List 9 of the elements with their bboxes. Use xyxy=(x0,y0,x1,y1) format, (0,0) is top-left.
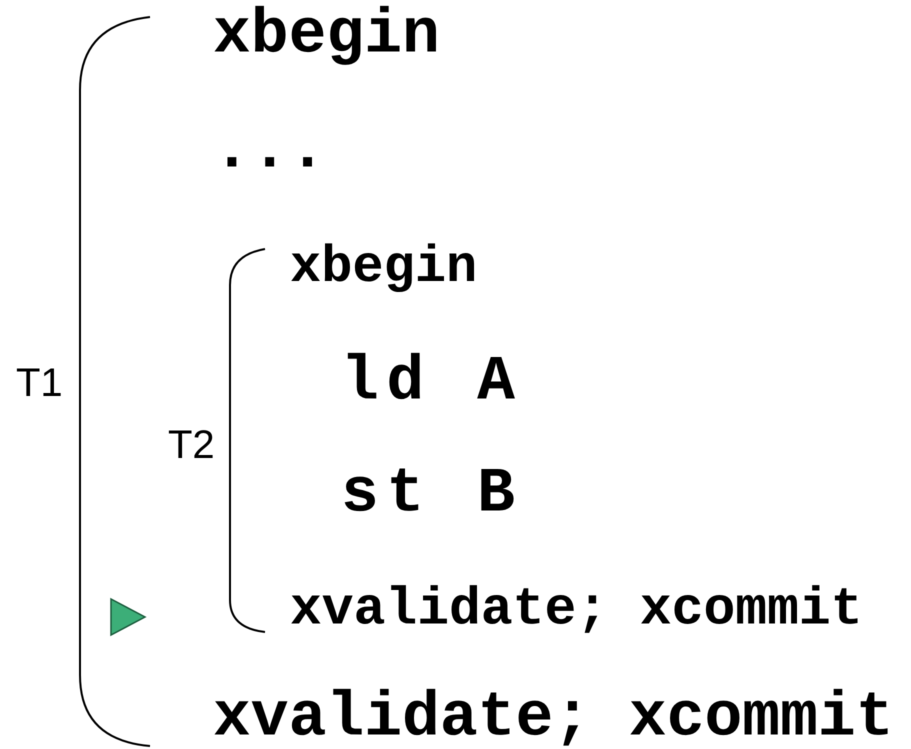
bracket-label: T1 xyxy=(16,363,63,403)
bracket-label: T2 xyxy=(168,425,215,465)
code-line: xvalidate; xcommit xyxy=(213,686,894,749)
code-line: xbegin xyxy=(213,4,440,66)
ellipsis: ... xyxy=(213,118,326,182)
code-line: xbegin xyxy=(290,242,478,294)
code-line: xvalidate; xcommit xyxy=(290,584,862,636)
code-line: st B xyxy=(341,462,522,526)
code-line: ld A xyxy=(341,350,522,414)
